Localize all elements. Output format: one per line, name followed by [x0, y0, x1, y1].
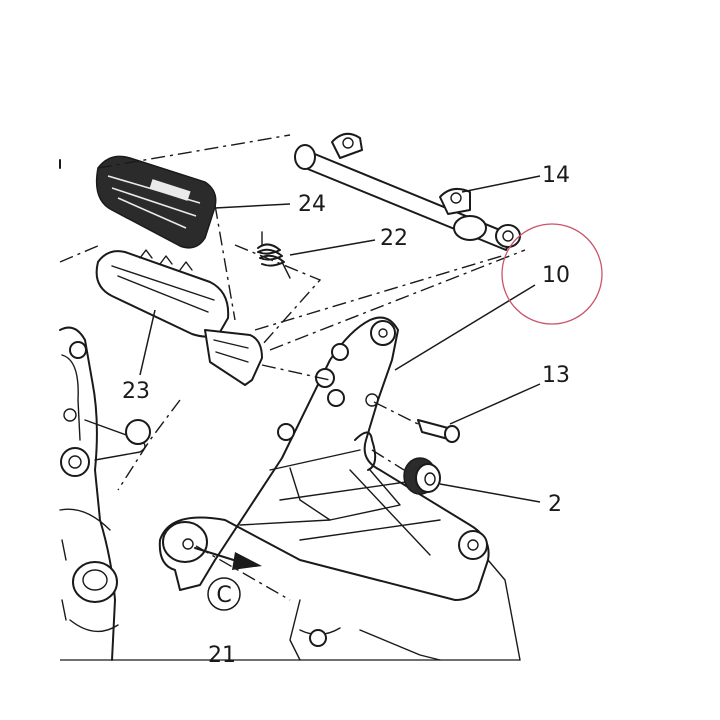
part-number-22: 22 — [380, 226, 408, 251]
footpeg-bracket — [158, 316, 521, 661]
callout-c-label: C — [216, 583, 231, 608]
part-number-14: 14 — [542, 163, 570, 188]
part-number-23: 23 — [122, 379, 150, 404]
part-number-21: 21 — [208, 643, 236, 668]
part-number-24: 24 — [298, 192, 326, 217]
callout-c: C — [207, 577, 241, 611]
left-frame-casting — [59, 159, 151, 661]
part-number-2: 2 — [548, 492, 562, 517]
return-spring — [257, 231, 291, 279]
part-number-10: 10 — [542, 263, 570, 288]
assembly-lines — [59, 134, 526, 601]
highlight-circle — [501, 223, 603, 325]
bushing — [403, 457, 441, 495]
bolt — [417, 419, 460, 443]
footpeg-body — [95, 249, 263, 386]
part-number-13: 13 — [542, 363, 570, 388]
footpeg-rubber — [95, 155, 217, 249]
leader-lines — [139, 175, 541, 503]
